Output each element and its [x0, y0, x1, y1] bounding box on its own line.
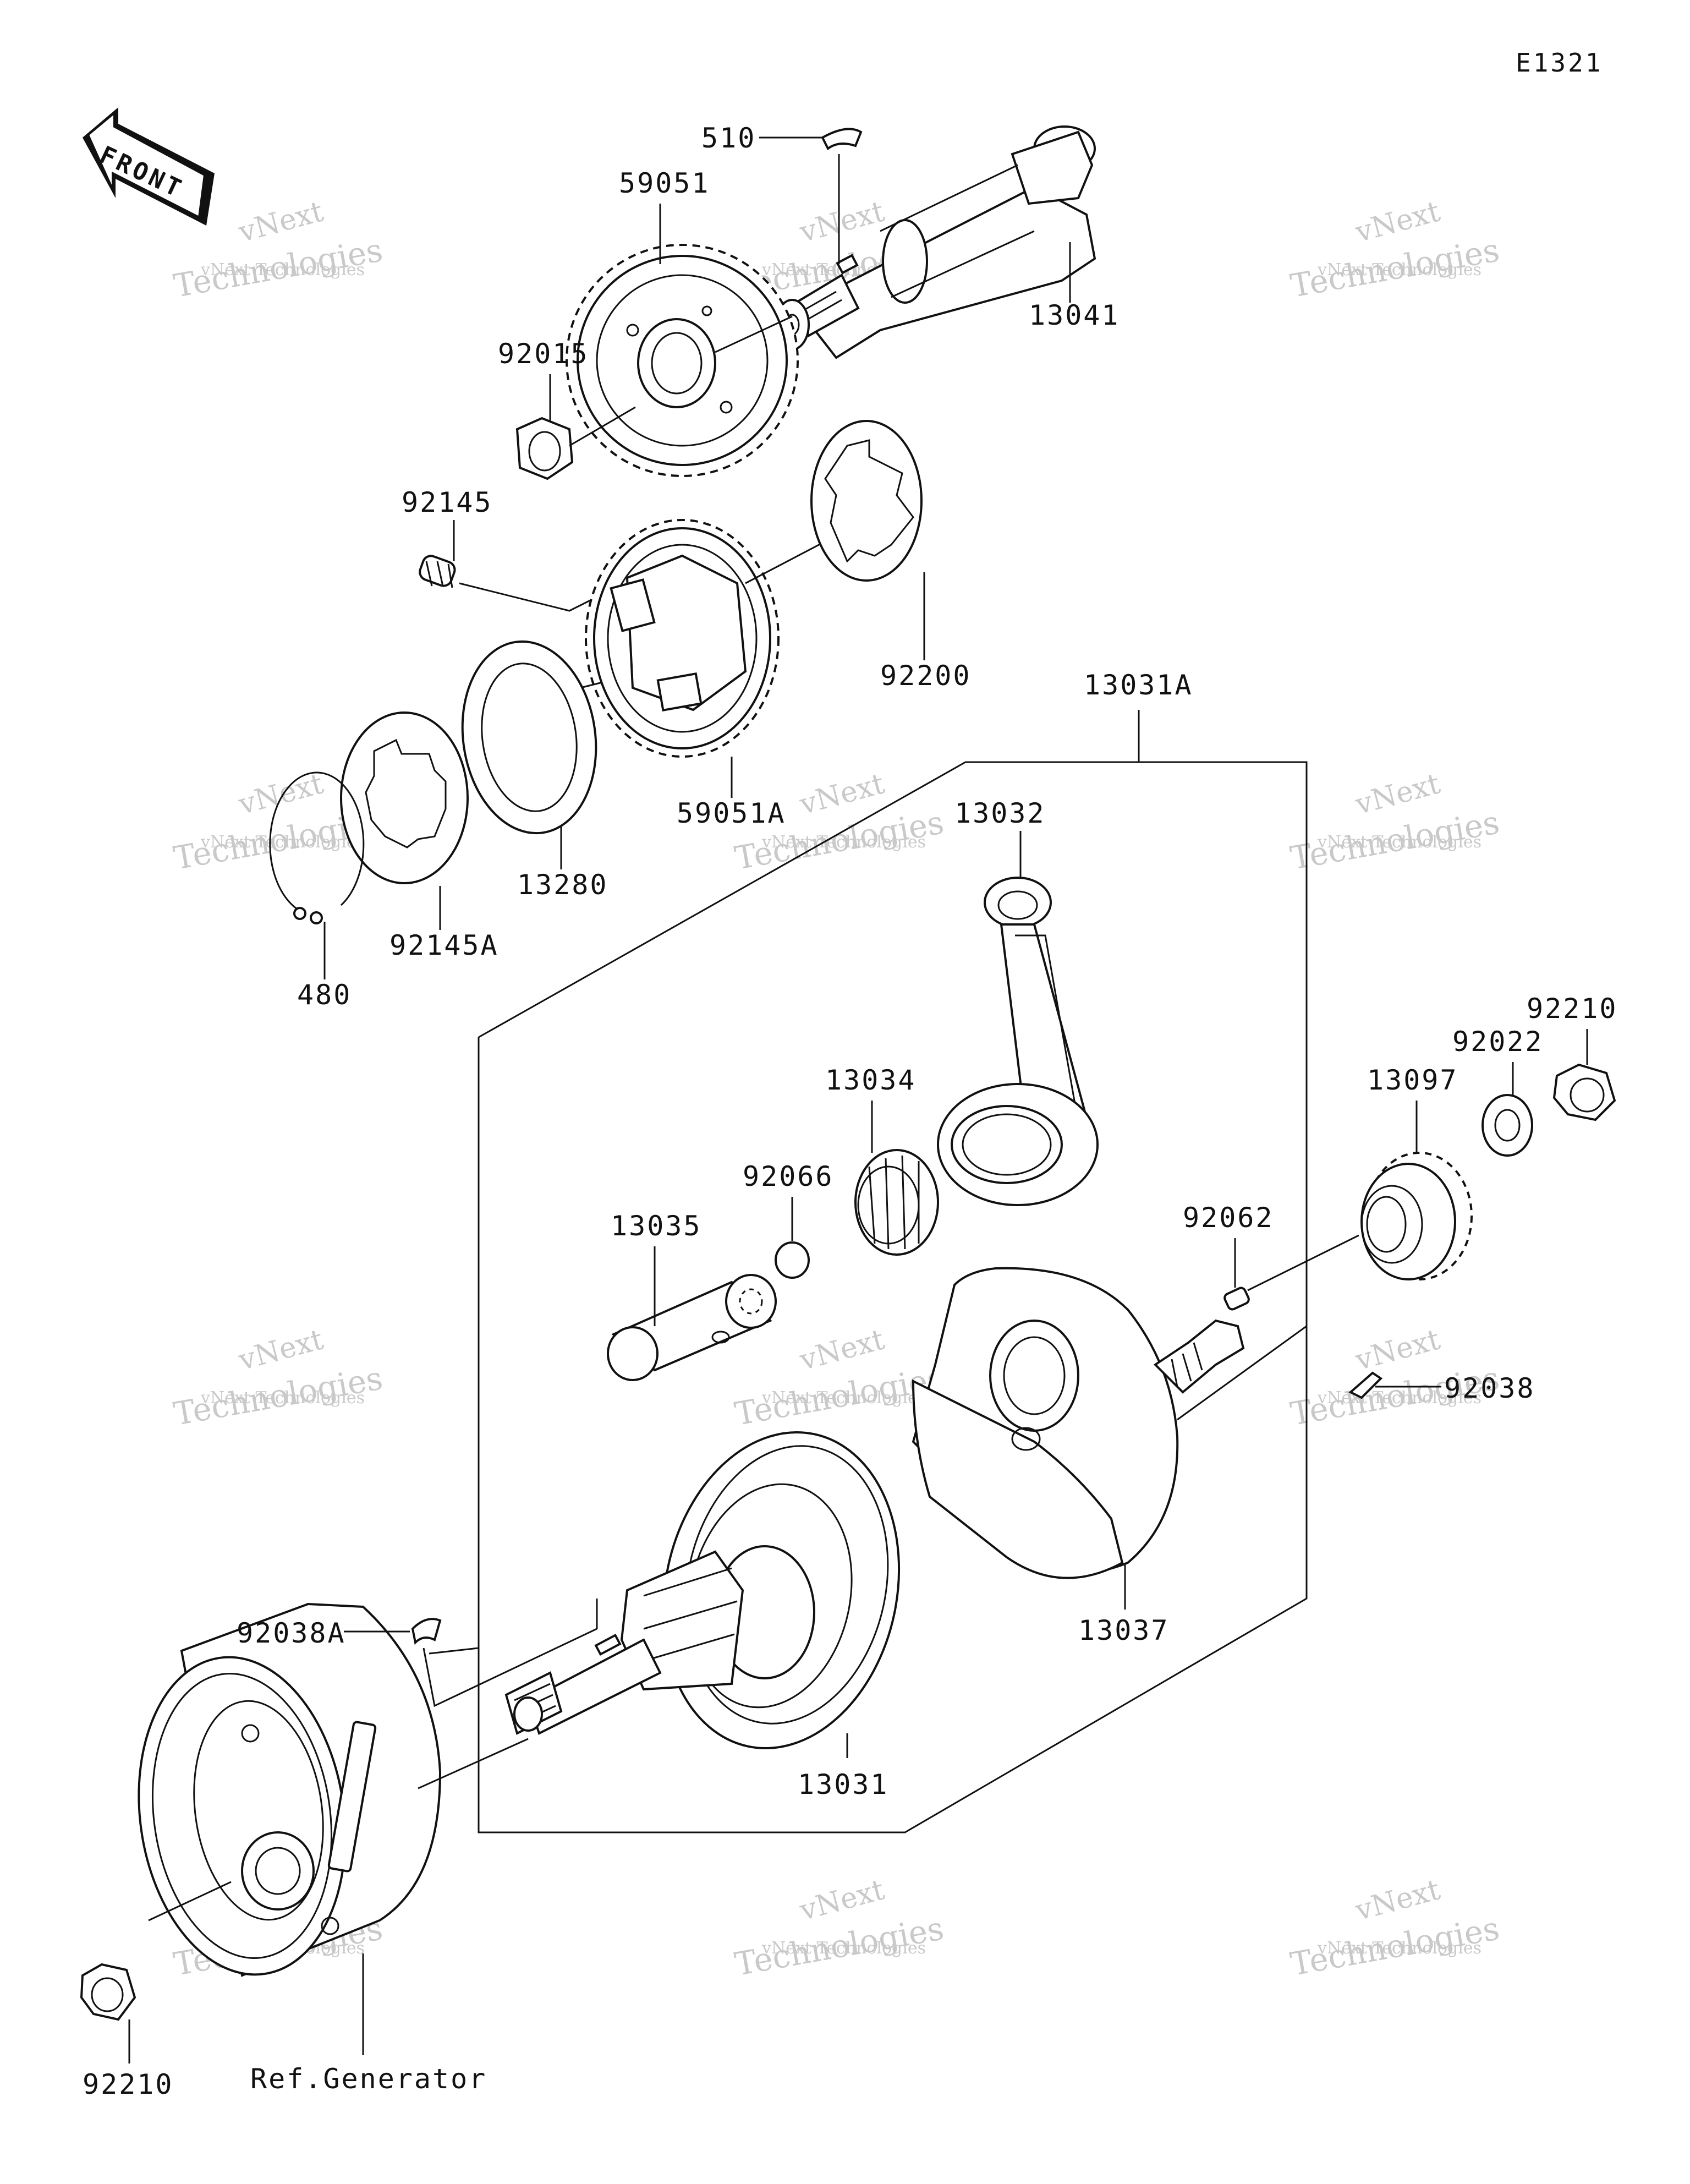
label-92022: 92022	[1452, 1026, 1544, 1058]
watermark-text: vNext	[796, 1873, 888, 1928]
needle-bearing-part-13034	[854, 1149, 939, 1256]
nut-part-92210-left	[80, 1963, 136, 2021]
label-510: 510	[701, 122, 756, 154]
watermark-text: vNext Technologies	[1317, 1939, 1482, 1958]
watermark-text: vNext Technologies	[1317, 833, 1482, 852]
watermark-text: Technologies	[732, 1909, 947, 1983]
label-ref-generator: Ref.Generator	[250, 2063, 487, 2095]
label-59051: 59051	[619, 167, 710, 199]
watermark-text: vNext Technologies	[200, 833, 365, 852]
label-13097: 13097	[1367, 1064, 1458, 1096]
label-92210-right: 92210	[1527, 993, 1618, 1025]
circlip-part-480	[269, 771, 365, 924]
generator-rotor-part	[138, 1602, 529, 1977]
woodruff-key-part-510	[821, 128, 863, 151]
label-13034: 13034	[825, 1064, 917, 1096]
label-92015: 92015	[498, 338, 589, 370]
pin-part-92066	[775, 1241, 810, 1279]
label-92038a: 92038A	[237, 1617, 346, 1649]
watermark-text: Technologies	[171, 231, 386, 305]
watermark-text: Technologies	[1288, 231, 1502, 305]
label-59051a: 59051A	[677, 797, 786, 829]
watermark-text: vNext	[1352, 1873, 1444, 1928]
watermark-text: vNext	[1352, 195, 1444, 249]
label-13035: 13035	[611, 1210, 702, 1242]
watermark-text: Technologies	[1288, 803, 1502, 877]
crankshaft-half-part-13031	[504, 1431, 901, 1750]
label-13031a: 13031A	[1084, 669, 1193, 701]
label-480: 480	[297, 979, 352, 1011]
label-13041: 13041	[1029, 299, 1120, 331]
assembly-outline-divider	[429, 1647, 479, 1655]
watermark-text: vNext	[796, 195, 888, 249]
watermark-text: vNext Technologies	[200, 260, 365, 280]
diagram-code: E1321	[1516, 48, 1603, 78]
part-labels: 510 59051 13041 92015 92145 92200 13031A…	[83, 122, 1618, 2100]
nut-part-92210-right	[1552, 1063, 1616, 1121]
crankshaft-half-part-13037	[912, 1267, 1307, 1579]
washer-part-92022	[1482, 1094, 1533, 1157]
screw-part-92062	[1223, 1234, 1359, 1311]
primary-gear-part-13097	[1360, 1152, 1473, 1280]
watermark-text: vNext	[235, 767, 327, 822]
watermark-text: vNext Technologies	[761, 1939, 926, 1958]
plate-part-92200	[810, 420, 923, 582]
plate-part-92145a	[340, 711, 469, 884]
balancer-drive-gear-part-59051	[566, 244, 799, 477]
leader-lines	[128, 136, 1588, 2063]
watermark-text: vNext Technologies	[1317, 260, 1482, 280]
label-92062: 92062	[1183, 1202, 1274, 1234]
assembly-outline-13031a	[478, 761, 1308, 1833]
watermark-text: vNext	[1352, 1323, 1444, 1377]
watermark-text: vNext Technologies	[761, 833, 926, 852]
watermark-text: vNext	[235, 1323, 327, 1377]
label-92145a: 92145A	[389, 929, 499, 961]
watermark-text: vNext Technologies	[1317, 1388, 1482, 1408]
watermark-text: Technologies	[171, 1359, 386, 1433]
label-13280: 13280	[517, 869, 608, 901]
label-13031: 13031	[798, 1769, 889, 1800]
label-92210-left: 92210	[83, 2068, 174, 2100]
watermark-text: vNext Technologies	[200, 1388, 365, 1408]
label-92066: 92066	[743, 1161, 834, 1192]
label-92200: 92200	[880, 660, 972, 692]
watermark-text: vNext	[796, 1323, 888, 1377]
watermark-text: vNext Technologies	[761, 1388, 926, 1408]
balancer-gear-part-59051a	[569, 519, 862, 758]
watermark-text: vNext	[235, 195, 327, 249]
label-13032: 13032	[954, 797, 1046, 829]
nut-part-92015	[515, 406, 636, 480]
woodruff-key-part-92038	[1348, 1371, 1383, 1399]
washer-part-13280	[461, 640, 597, 835]
watermark-text: vNext	[1352, 767, 1444, 822]
woodruff-key-part-92038a	[411, 1618, 442, 1645]
leader-92038a-to-shaft	[422, 1628, 597, 1707]
label-13037: 13037	[1078, 1614, 1170, 1646]
crankpin-part-13035	[607, 1274, 777, 1381]
label-92038: 92038	[1444, 1372, 1535, 1404]
front-arrow-icon: FRONT	[83, 107, 215, 226]
connecting-rod-part-13032	[937, 877, 1099, 1206]
watermark-text: Technologies	[1288, 1909, 1502, 1983]
label-92145: 92145	[402, 486, 493, 518]
spring-part-92145	[419, 555, 603, 612]
